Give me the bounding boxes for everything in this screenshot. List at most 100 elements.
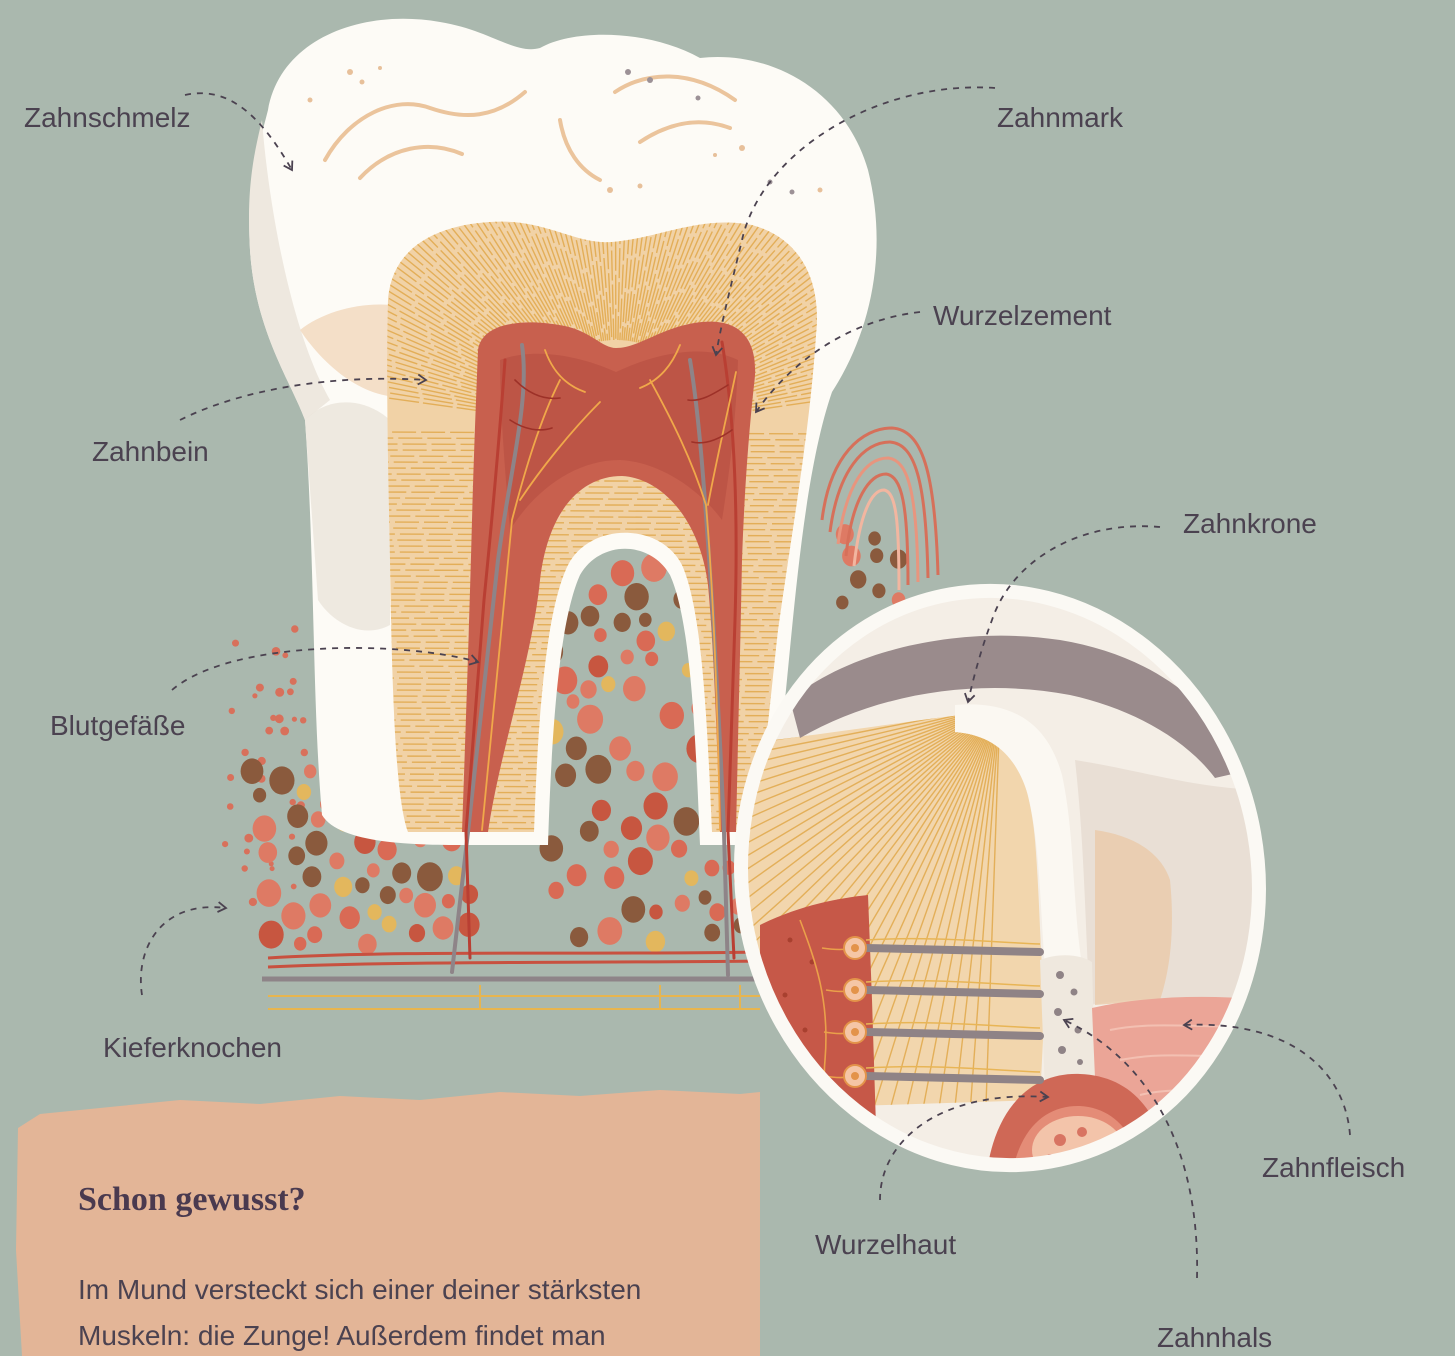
bone-granule <box>868 531 881 545</box>
bone-granule <box>303 866 322 887</box>
bone-granule <box>639 613 652 627</box>
label-wurzelhaut: Wurzelhaut <box>815 1229 956 1261</box>
blood-droplet <box>227 803 234 810</box>
bone-granule <box>842 546 861 567</box>
bone-granule <box>304 764 316 778</box>
bone-granule <box>253 788 266 803</box>
bone-granule <box>355 877 369 893</box>
blood-droplet <box>241 749 248 756</box>
bone-granule <box>567 864 587 886</box>
blood-droplet <box>282 652 288 658</box>
bone-granule <box>604 841 619 858</box>
bone-granule <box>621 650 634 665</box>
bone-granule <box>644 792 668 819</box>
bone-granule <box>334 877 352 897</box>
bone-granule <box>684 870 698 886</box>
blood-droplet <box>270 715 276 721</box>
bone-granule <box>660 702 684 729</box>
bone-granule <box>624 583 648 610</box>
label-blutgefaesse: Blutgefäße <box>50 710 185 742</box>
blood-droplet <box>290 799 296 805</box>
blood-droplet <box>256 684 264 692</box>
bone-granule <box>570 927 588 947</box>
label-zahnbein: Zahnbein <box>92 436 209 468</box>
bone-granule <box>646 931 665 953</box>
blood-droplet <box>232 640 239 647</box>
blood-droplet <box>300 717 306 723</box>
bone-granule <box>566 737 587 761</box>
info-box-background <box>16 1090 760 1356</box>
blood-droplet <box>244 834 253 843</box>
bone-granule <box>597 917 622 945</box>
bone-granule <box>604 866 624 889</box>
bone-granule <box>592 800 611 821</box>
bone-granule <box>836 596 848 610</box>
bone-granule <box>870 548 883 563</box>
zoom-cementum <box>1040 955 1095 1092</box>
bone-granule <box>358 934 377 955</box>
blood-droplet <box>227 774 234 781</box>
bone-granule <box>611 560 634 586</box>
bone-granule <box>581 606 600 627</box>
bone-granule <box>704 924 720 942</box>
blood-droplet <box>222 841 228 847</box>
bone-granule <box>309 893 331 917</box>
bone-granule <box>614 613 631 632</box>
bone-granule <box>621 816 642 840</box>
bone-granule <box>305 831 327 856</box>
bone-granule <box>307 926 322 943</box>
bone-granule <box>392 862 411 883</box>
bone-granule <box>671 840 687 858</box>
bone-granule <box>399 888 413 904</box>
bone-granule <box>294 937 306 951</box>
bone-granule <box>253 815 277 841</box>
bone-granule <box>368 904 382 920</box>
bone-granule <box>414 893 436 918</box>
bone-granule <box>329 853 344 870</box>
bone-granule <box>417 862 443 891</box>
bone-granule <box>621 896 645 923</box>
bone-granule <box>699 890 712 904</box>
bone-granule <box>589 584 608 605</box>
bone-granule <box>709 903 725 921</box>
bone-granule <box>259 842 278 863</box>
bone-granule <box>628 847 653 875</box>
bone-granule <box>872 583 885 598</box>
bone-granule <box>658 622 675 642</box>
label-zahnkrone: Zahnkrone <box>1183 508 1317 540</box>
bone-granule <box>609 736 631 760</box>
blood-droplet <box>275 688 284 697</box>
bone-granule <box>297 784 311 800</box>
bone-granule <box>601 676 615 692</box>
bone-granule <box>259 921 284 949</box>
label-zahnmark: Zahnmark <box>997 102 1123 134</box>
label-zahnfleisch: Zahnfleisch <box>1262 1152 1405 1184</box>
blood-droplet <box>229 708 235 714</box>
bone-granule <box>652 762 678 791</box>
bone-granule <box>257 879 282 907</box>
bone-granule <box>269 766 294 794</box>
info-body-line-1: Im Mund versteckt sich einer deiner stär… <box>78 1274 641 1306</box>
blood-droplet <box>265 727 273 735</box>
info-body-line-2: Muskeln: die Zunge! Außerdem findet man <box>78 1320 606 1352</box>
blood-droplet <box>242 865 248 871</box>
bone-granule <box>588 655 608 677</box>
blood-droplet <box>244 849 250 855</box>
blood-droplet <box>280 727 289 736</box>
bone-granule <box>705 860 720 877</box>
bone-granule <box>577 705 603 734</box>
bone-granule <box>646 825 669 851</box>
bone-granule <box>637 631 656 652</box>
bone-granule <box>675 895 690 912</box>
label-kieferknochen: Kieferknochen <box>103 1032 282 1064</box>
label-zahnschmelz: Zahnschmelz <box>24 102 191 134</box>
blood-droplet <box>252 693 257 698</box>
blood-droplet <box>291 625 298 632</box>
blood-droplet <box>291 884 297 890</box>
bone-granule <box>288 846 305 865</box>
bone-granule <box>380 886 396 904</box>
bone-granule <box>580 821 599 842</box>
bone-granule <box>623 676 646 701</box>
